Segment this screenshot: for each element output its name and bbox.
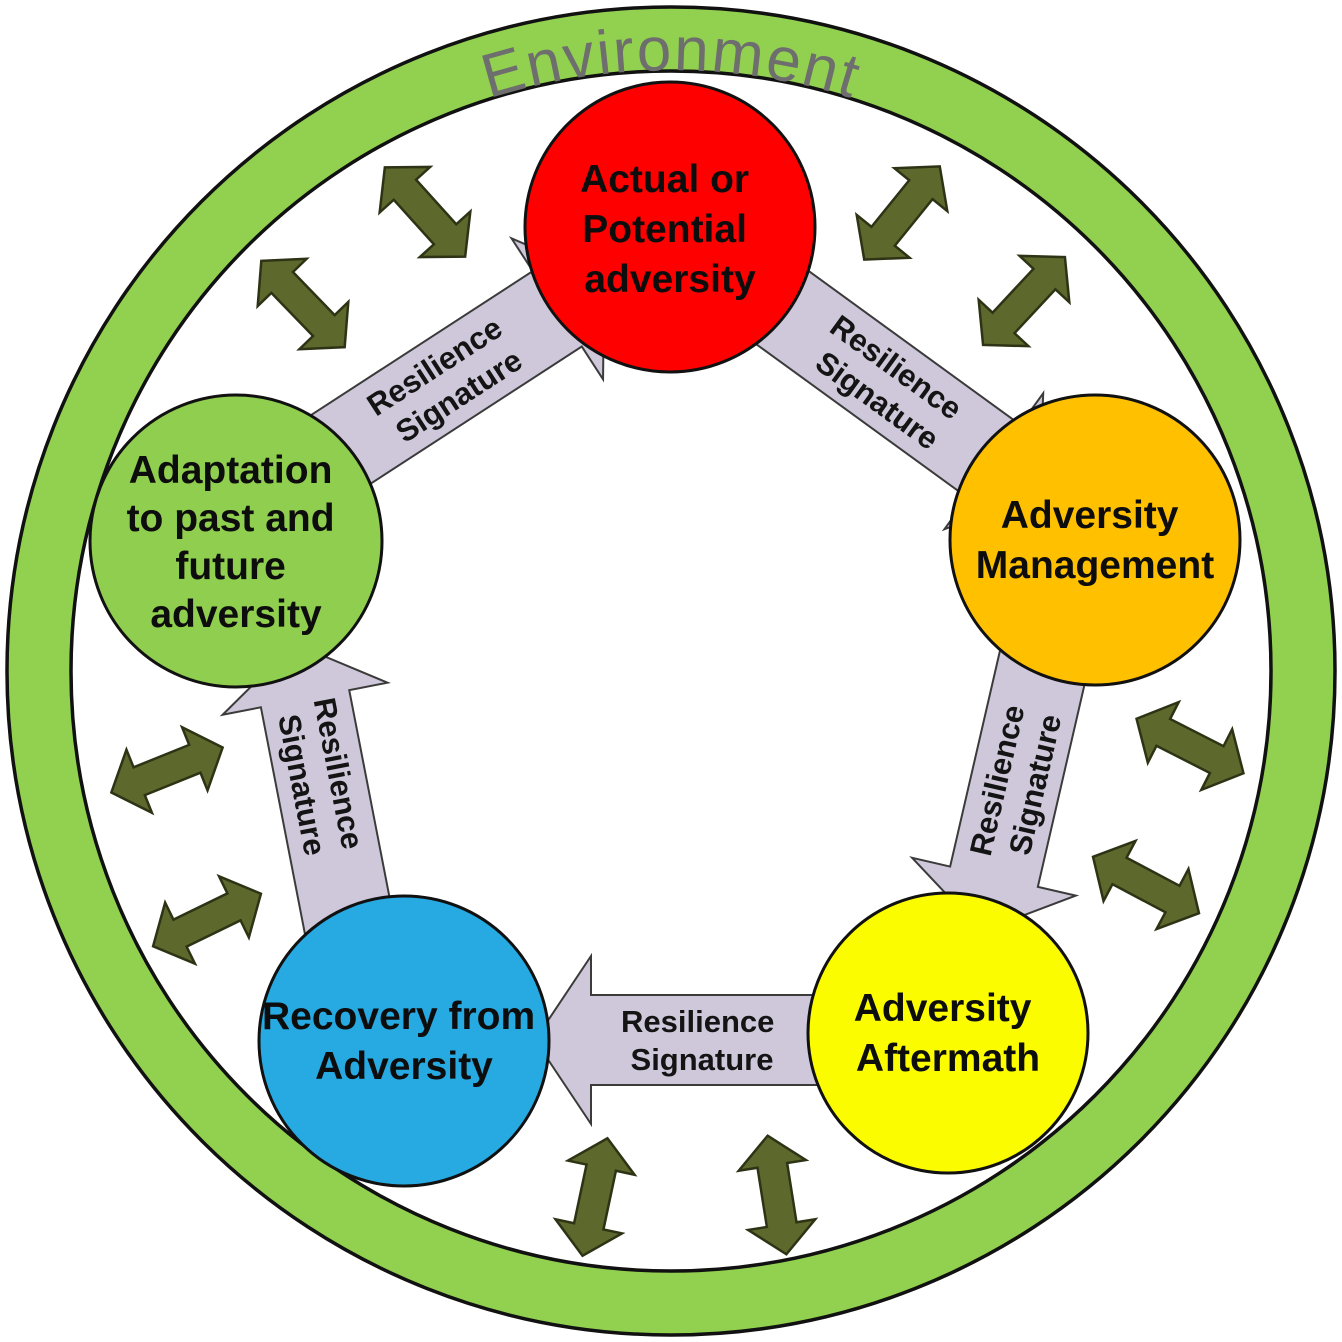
- node-label-line: Adversity: [1001, 494, 1179, 537]
- svg-text:Adversity Aftermath: Adversity Aftermath: [854, 987, 1043, 1080]
- node-label-line: Aftermath: [856, 1037, 1040, 1080]
- svg-text:Recovery from Adversity: Recovery from Adversity: [262, 995, 546, 1088]
- connector-management-to-aftermath: Resilience Signature: [909, 637, 1092, 933]
- node-actual-or-potential-adversity: Actual or Potential adversity: [523, 80, 817, 374]
- svg-text:Resilience Signature: Resilience Signature: [621, 1004, 783, 1077]
- svg-text:Adaptation to past and: Adaptation to past and future adversity: [127, 449, 346, 636]
- node-label-line: Management: [976, 544, 1214, 587]
- node-label-line: Adaptation: [129, 449, 333, 492]
- node-label-line: Adversity: [854, 987, 1032, 1030]
- connector-aftermath-to-recovery: Resilience Signature: [533, 952, 826, 1128]
- node-circle: [523, 80, 817, 374]
- node-adversity-management: Adversity Management: [948, 393, 1242, 687]
- node-adaptation: Adaptation to past and future adversity: [88, 393, 384, 689]
- svg-text:Actual or Potential: Actual or Potential adversity: [580, 158, 760, 301]
- connector-label-line1: Resilience: [621, 1004, 774, 1039]
- node-circle: [806, 891, 1090, 1175]
- node-recovery-from-adversity: Recovery from Adversity: [257, 894, 551, 1188]
- connector-arrow-icon: [533, 952, 826, 1128]
- node-label-line: Recovery from: [262, 995, 535, 1038]
- node-label-line: future: [175, 545, 286, 588]
- node-circle: [257, 894, 551, 1188]
- node-label-line: Actual or: [580, 158, 749, 201]
- node-label-line: Potential: [582, 208, 747, 251]
- node-circle: [88, 393, 384, 689]
- connector-recovery-to-adaptation: Resilience Signature: [219, 642, 397, 949]
- connector-label-line2: Signature: [631, 1042, 774, 1077]
- node-label-line: adversity: [150, 593, 322, 636]
- svg-text:Adversity Management: Adversity Management: [976, 494, 1214, 587]
- node-label-line: to past and: [127, 497, 335, 540]
- node-circle: [948, 393, 1242, 687]
- node-adversity-aftermath: Adversity Aftermath: [806, 891, 1090, 1175]
- node-label-line: adversity: [584, 258, 756, 301]
- node-label-line: Adversity: [315, 1045, 493, 1088]
- connector-arrow-icon: [219, 642, 397, 949]
